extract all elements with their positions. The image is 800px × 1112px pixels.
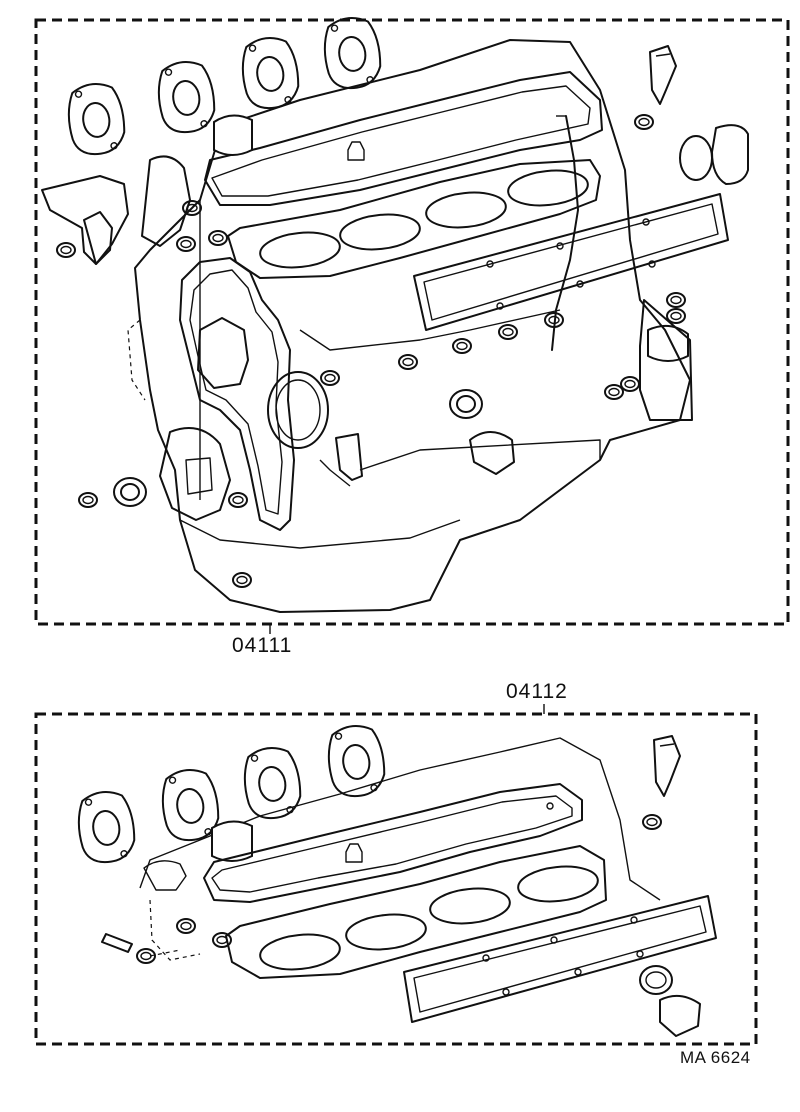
stud-bolt-bottom bbox=[101, 933, 133, 953]
exhaust-flange-gasket-4-bottom bbox=[323, 721, 389, 801]
kit-04112-frame bbox=[34, 712, 758, 1046]
o-ring-1-top bbox=[78, 492, 98, 508]
exhaust-flange-gasket-3-top bbox=[237, 33, 303, 113]
stud-guide-bottom bbox=[149, 949, 181, 957]
engine-block-top bbox=[127, 39, 691, 613]
dipstick-tube-top bbox=[551, 115, 579, 351]
thermostat-gasket-top bbox=[711, 124, 749, 185]
o-ring-7-top bbox=[452, 338, 472, 354]
o-ring-6-top bbox=[398, 354, 418, 370]
o-ring-2-top bbox=[56, 242, 76, 258]
valve-cover-gasket-top bbox=[204, 71, 603, 206]
o-ring-8-top bbox=[498, 324, 518, 340]
water-outlet-fitting-bottom bbox=[639, 965, 701, 1037]
kit-04111-frame bbox=[34, 18, 790, 626]
o-ring-3-top bbox=[176, 236, 196, 252]
o-ring-4-bottom bbox=[642, 814, 662, 830]
o-ring-4-top bbox=[208, 230, 228, 246]
distributor-top bbox=[649, 45, 677, 105]
o-ring-9-top bbox=[320, 370, 340, 386]
o-ring-16-top bbox=[634, 114, 654, 130]
o-ring-13-top bbox=[666, 308, 686, 324]
o-ring-15-top bbox=[232, 572, 252, 588]
o-ring-14-top bbox=[666, 292, 686, 308]
distributor-bottom bbox=[653, 735, 681, 797]
exhaust-flange-gasket-1-bottom bbox=[73, 787, 139, 867]
crankshaft-front-seal-top bbox=[113, 477, 147, 507]
o-ring-10-top bbox=[228, 492, 248, 508]
valve-cover-gasket-bottom bbox=[203, 783, 583, 903]
intake-manifold-gasket-bottom bbox=[403, 895, 717, 1023]
kit-04112-label: 04112 bbox=[506, 680, 568, 703]
exhaust-flange-gasket-1-top bbox=[63, 79, 129, 159]
o-ring-12-top bbox=[620, 376, 640, 392]
oil-filler-cap-top bbox=[213, 114, 253, 156]
water-outlet-fitting-top bbox=[469, 431, 515, 475]
large-o-ring-top bbox=[679, 135, 713, 181]
figure-reference: MA 6624 bbox=[680, 1048, 751, 1067]
rear-oil-seal-retainer-gasket-top bbox=[267, 371, 329, 449]
cylinder-head-gasket-top bbox=[227, 159, 601, 279]
engine-block-bottom bbox=[139, 737, 661, 961]
intake-manifold-gasket-top bbox=[413, 193, 729, 331]
cylinder-head-gasket-bottom bbox=[225, 845, 607, 979]
exhaust-flange-gasket-4-top bbox=[319, 13, 385, 93]
o-ring-1-bottom bbox=[176, 918, 196, 934]
oil-filler-cap-bottom bbox=[211, 820, 253, 862]
water-pump-gasket-top bbox=[41, 155, 191, 265]
kit-04111-label: 04111 bbox=[232, 634, 293, 657]
exhaust-flange-gasket-3-bottom bbox=[239, 743, 305, 823]
exhaust-flange-gasket-2-top bbox=[153, 57, 219, 137]
timing-cover-gasket-top bbox=[179, 257, 295, 531]
o-ring-2-bottom bbox=[212, 932, 232, 948]
seal-water-inlet-top bbox=[449, 389, 483, 419]
o-ring-11-top bbox=[604, 384, 624, 400]
knock-sensor-top bbox=[319, 433, 363, 487]
sensor-right-top bbox=[639, 299, 693, 421]
crank-pulley-area-top bbox=[159, 427, 231, 521]
